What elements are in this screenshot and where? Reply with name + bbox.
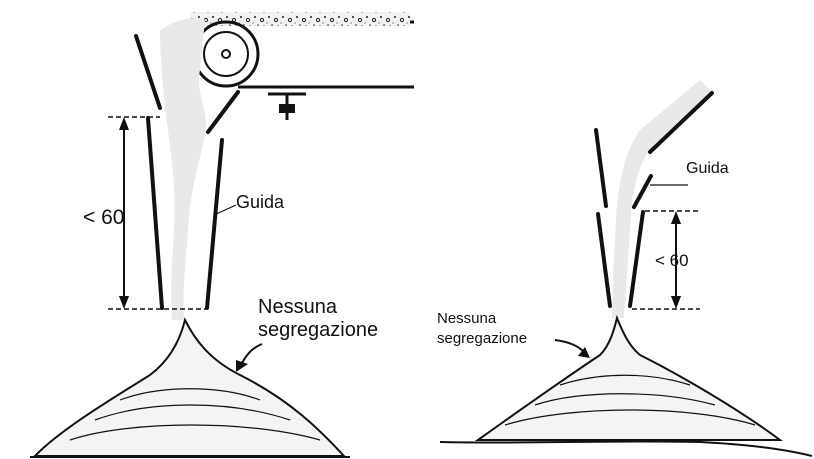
falling-stream — [160, 18, 206, 320]
chute-left-wall-upper — [596, 130, 606, 206]
pulley-inner-ring — [204, 32, 248, 76]
hopper-left-wall — [136, 36, 160, 108]
guide-left-wall — [148, 118, 162, 308]
left-result-label-line2: segregazione — [258, 319, 378, 341]
conveyor-belt — [190, 12, 414, 120]
right-result-label-line2: segregazione — [437, 330, 527, 347]
left-figure: < 60 Guida Nessuna segregazione — [30, 12, 414, 457]
right-guide-right-wall — [630, 212, 643, 306]
right-result-label-line1: Nessuna — [437, 310, 497, 327]
right-guide-left-wall — [598, 214, 610, 306]
left-guide-label: Guida — [236, 192, 285, 212]
right-ground — [440, 441, 812, 456]
left-result-label-line1: Nessuna — [258, 296, 338, 318]
right-result-arrow — [555, 340, 590, 358]
right-guide-label: Guida — [686, 160, 729, 177]
left-dimension-label: < 60 — [83, 206, 124, 229]
guide-right-wall — [207, 140, 222, 308]
pulley-axle — [222, 50, 230, 58]
left-result-arrow — [236, 344, 262, 372]
hopper-right-wall — [208, 92, 238, 132]
right-falling-stream — [612, 80, 712, 318]
right-figure: Guida < 60 Nessuna segregazione — [437, 80, 812, 456]
belt-material — [190, 12, 410, 26]
chute-right-deflector — [634, 176, 651, 207]
right-dimension-label: < 60 — [655, 251, 689, 270]
belt-support — [268, 94, 306, 120]
